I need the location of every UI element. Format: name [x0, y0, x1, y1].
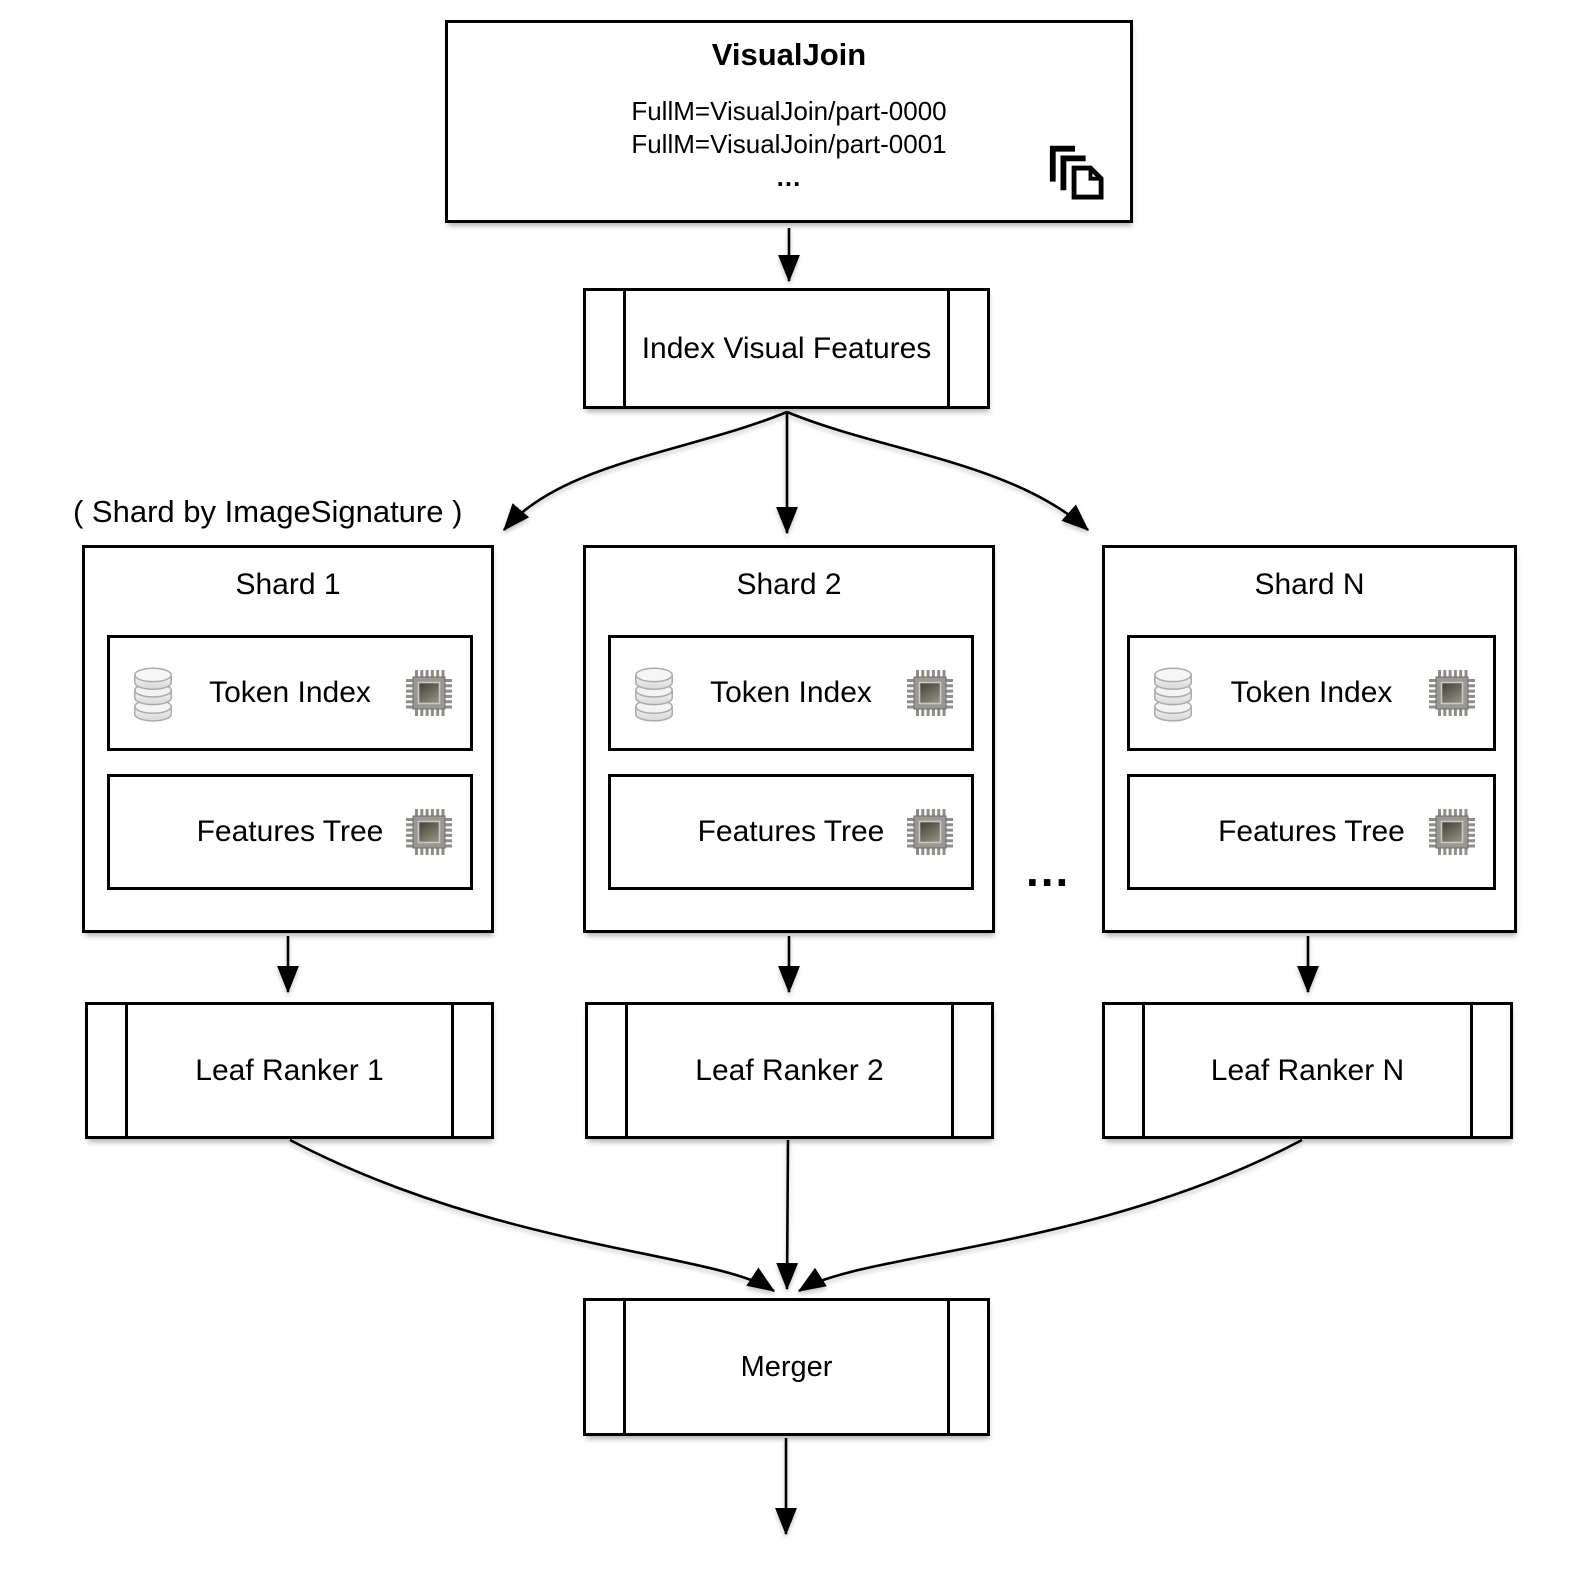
process-bar [947, 1301, 950, 1433]
merger-box: Merger [583, 1298, 990, 1436]
shard-2-box: Shard 2 Token Index [583, 545, 995, 933]
arrow-index-to-shard1 [503, 410, 788, 531]
process-bar [623, 291, 626, 406]
part-file-ellipsis: ... [776, 162, 802, 192]
visualjoin-title: VisualJoin [711, 37, 867, 72]
arrow-ranker2-to-merger [776, 1139, 799, 1291]
visualjoin-box: VisualJoin FullM=VisualJoin/part-0000 Fu… [445, 20, 1133, 223]
process-bar [1470, 1005, 1473, 1136]
documents-icon [1049, 145, 1104, 200]
shard-1-features-tree-box: Features Tree [107, 774, 473, 890]
database-icon [1154, 667, 1192, 722]
process-bar [951, 1005, 954, 1136]
chip-icon [907, 809, 953, 855]
leaf-ranker-2-label: Leaf Ranker 2 [695, 1053, 884, 1087]
process-bar [625, 1005, 628, 1136]
chip-icon [1429, 809, 1475, 855]
chip-icon [1429, 670, 1475, 716]
visualjoin-part-list: FullM=VisualJoin/part-0000 FullM=VisualJ… [448, 95, 1130, 194]
shard-n-title: Shard N [1254, 568, 1365, 601]
merger-label: Merger [740, 1350, 833, 1383]
part-file-line: FullM=VisualJoin/part-0001 [631, 129, 947, 159]
shard-1-token-index-box: Token Index [107, 635, 473, 751]
chip-icon [907, 670, 953, 716]
shard-1-title: Shard 1 [235, 568, 341, 601]
process-bar [947, 291, 950, 406]
process-bar [125, 1005, 128, 1136]
features-tree-label: Features Tree [697, 815, 885, 848]
database-icon [635, 667, 673, 722]
chip-icon [406, 670, 452, 716]
leaf-ranker-1-label: Leaf Ranker 1 [195, 1053, 384, 1087]
token-index-label: Token Index [710, 676, 872, 709]
shard-n-features-tree-box: Features Tree [1127, 774, 1496, 890]
leaf-ranker-n-label: Leaf Ranker N [1210, 1053, 1405, 1087]
process-bar [1142, 1005, 1145, 1136]
features-tree-label: Features Tree [1218, 815, 1405, 848]
shard-1-box: Shard 1 Token Index [82, 545, 494, 933]
token-index-label: Token Index [209, 676, 371, 709]
leaf-ranker-1-box: Leaf Ranker 1 [85, 1002, 494, 1139]
shard-2-features-tree-box: Features Tree [608, 774, 974, 890]
arrow-rankerN-to-merger [797, 1138, 1303, 1293]
index-visual-features-label: Index Visual Features [641, 331, 932, 365]
token-index-label: Token Index [1230, 676, 1393, 709]
arrow-index-to-shardN [786, 410, 1089, 531]
shards-ellipsis: ... [1026, 844, 1071, 896]
process-bar [623, 1301, 626, 1433]
shard-2-title: Shard 2 [736, 568, 842, 601]
features-tree-label: Features Tree [196, 815, 384, 848]
leaf-ranker-2-box: Leaf Ranker 2 [585, 1002, 994, 1139]
shard-n-box: Shard N Token Index [1102, 545, 1517, 933]
database-icon [134, 667, 172, 722]
shard-2-token-index-box: Token Index [608, 635, 974, 751]
chip-icon [406, 809, 452, 855]
arrow-ranker1-to-merger [289, 1138, 776, 1293]
leaf-ranker-n-box: Leaf Ranker N [1102, 1002, 1513, 1139]
shard-by-imagesignature-note: ( Shard by ImageSignature ) [73, 494, 463, 529]
process-bar [451, 1005, 454, 1136]
part-file-line: FullM=VisualJoin/part-0000 [631, 96, 947, 126]
index-visual-features-box: Index Visual Features [583, 288, 990, 409]
shard-n-token-index-box: Token Index [1127, 635, 1496, 751]
